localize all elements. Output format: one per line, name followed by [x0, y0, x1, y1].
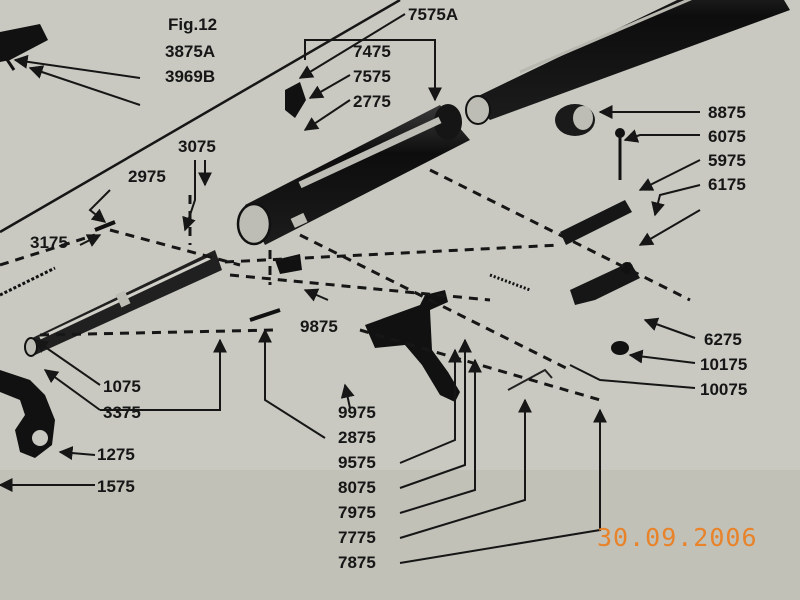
part-label: 7775	[338, 528, 376, 547]
leader-lines	[0, 13, 701, 564]
upper-barrel-part	[465, 0, 790, 125]
rod-part	[0, 266, 56, 297]
lever-part	[0, 370, 55, 458]
part-label: 10075	[700, 380, 747, 399]
part-label: 2875	[338, 428, 376, 447]
part-label: 5975	[708, 151, 746, 170]
alignment-lines	[0, 168, 691, 402]
ring-part	[555, 104, 595, 136]
part-label: 9875	[300, 317, 338, 336]
part-label: 2775	[353, 92, 391, 111]
part-label: 10175	[700, 355, 747, 374]
part-label: 3969B	[165, 67, 215, 86]
paper-shadow	[0, 470, 800, 600]
part-label: 6175	[708, 175, 746, 194]
part-label: 7975	[338, 503, 376, 522]
receiver-tube-part	[236, 104, 470, 246]
part-label: 3875A	[165, 42, 215, 61]
part-label: 7875	[338, 553, 376, 572]
part-label: 3175	[30, 233, 68, 252]
part-label: 9975	[338, 403, 376, 422]
figure-title: Fig.12	[168, 15, 217, 34]
part-label: 2975	[128, 167, 166, 186]
frame-line	[0, 0, 401, 234]
part-label: 1275	[97, 445, 135, 464]
part-label: 7575	[353, 67, 391, 86]
part-label: 7575A	[408, 5, 458, 24]
part-label: 6075	[708, 127, 746, 146]
part-label: 8075	[338, 478, 376, 497]
part-label: 9575	[338, 453, 376, 472]
part-label: 8875	[708, 103, 746, 122]
part-label: 6275	[704, 330, 742, 349]
part-label: 7475	[353, 42, 391, 61]
stock-part	[0, 24, 48, 71]
plate-part	[94, 82, 640, 391]
date-stamp: 30.09.2006	[597, 523, 758, 552]
part-label: 3375	[103, 403, 141, 422]
part-label: 1575	[97, 477, 135, 496]
part-label: 3075	[178, 137, 216, 156]
part-label: 1075	[103, 377, 141, 396]
